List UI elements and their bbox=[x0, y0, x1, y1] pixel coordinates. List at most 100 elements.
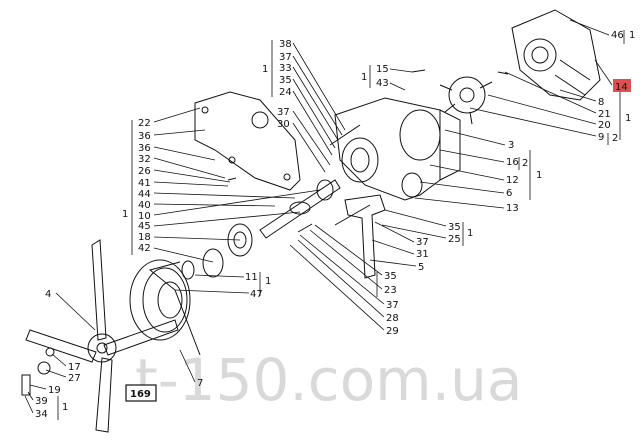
callout-44: 44 bbox=[138, 189, 151, 200]
callout-20: 20 bbox=[598, 120, 611, 131]
callout-4: 4 bbox=[45, 289, 51, 300]
callout-25: 25 bbox=[448, 234, 461, 245]
fan-blade-right bbox=[103, 319, 179, 356]
callout-group-fan: 4 17 27 19 39 34 1 bbox=[24, 289, 96, 420]
callout-40: 40 bbox=[138, 200, 151, 211]
callout-43: 43 bbox=[376, 78, 389, 89]
callout-group-46: 46 1 14 bbox=[569, 19, 635, 93]
figure-number: 169 bbox=[130, 389, 151, 400]
callout-47: 47 bbox=[250, 289, 263, 300]
callout-37: 37 bbox=[416, 237, 429, 248]
pulley-assembly bbox=[129, 259, 195, 341]
bearing-front bbox=[202, 248, 224, 278]
shaft-seal bbox=[316, 179, 334, 201]
callout-14-highlight bbox=[613, 79, 631, 92]
watermark-text: t-150.com.ua bbox=[135, 346, 522, 414]
callout-17: 17 bbox=[68, 362, 81, 373]
callout-bracket-1: 1 bbox=[536, 170, 542, 181]
callout-bracket-1: 1 bbox=[122, 209, 128, 220]
callout-35: 35 bbox=[384, 271, 397, 282]
callout-group-15-43: 15 43 1 bbox=[361, 64, 413, 91]
callout-46: 46 bbox=[611, 30, 624, 41]
bearing-rear bbox=[227, 223, 253, 257]
callout-19: 19 bbox=[48, 385, 61, 396]
callout-15: 15 bbox=[376, 64, 389, 75]
callout-10: 10 bbox=[138, 211, 151, 222]
callout-5: 5 bbox=[418, 262, 424, 273]
callout-35: 35 bbox=[448, 222, 461, 233]
callout-45: 45 bbox=[138, 221, 151, 232]
callout-bracket-1: 1 bbox=[262, 64, 268, 75]
callout-37: 37 bbox=[277, 107, 290, 118]
callout-11: 11 bbox=[245, 272, 258, 283]
callout-28: 28 bbox=[386, 313, 399, 324]
pulley-spacer bbox=[181, 260, 195, 280]
fan-bolt bbox=[45, 347, 55, 357]
callout-29: 29 bbox=[386, 326, 399, 337]
pump-housing bbox=[334, 97, 461, 201]
pulley-hub bbox=[157, 281, 183, 319]
callout-32: 32 bbox=[138, 154, 151, 165]
callout-14: 14 bbox=[615, 82, 628, 93]
callout-30: 30 bbox=[277, 119, 290, 130]
pulley-groove bbox=[142, 267, 188, 333]
callout-group-top-left: 38 37 33 35 24 1 37 30 bbox=[262, 39, 346, 173]
bolts bbox=[227, 69, 509, 233]
callout-36: 36 bbox=[138, 131, 151, 142]
callout-13: 13 bbox=[506, 203, 519, 214]
callout-bracket-1: 1 bbox=[629, 30, 635, 41]
callout-bracket-1: 1 bbox=[62, 402, 68, 413]
callout-22: 22 bbox=[138, 118, 151, 129]
callout-bracket-1: 1 bbox=[467, 228, 473, 239]
callout-36: 36 bbox=[138, 143, 151, 154]
callout-31: 31 bbox=[416, 249, 429, 260]
shaft-assembly bbox=[202, 179, 341, 278]
pulley-outer bbox=[129, 259, 191, 341]
callout-38: 38 bbox=[279, 39, 292, 50]
fan-hub bbox=[87, 333, 117, 363]
gasket-plate bbox=[194, 91, 301, 191]
impeller bbox=[439, 76, 493, 125]
callout-18: 18 bbox=[138, 232, 151, 243]
callout-bracket-1: 1 bbox=[265, 276, 271, 287]
fan-assembly bbox=[21, 239, 179, 433]
callout-27: 27 bbox=[68, 373, 81, 384]
callout-21: 21 bbox=[598, 109, 611, 120]
callout-42: 42 bbox=[138, 243, 151, 254]
fan-blade-left bbox=[25, 329, 97, 363]
callout-group-11-47: 11 1 47 bbox=[174, 272, 271, 300]
callout-24: 24 bbox=[279, 87, 292, 98]
callout-12: 12 bbox=[506, 175, 519, 186]
fan-hub-center bbox=[96, 342, 108, 354]
callout-group-mid-right: 3 16 2 12 6 13 1 bbox=[414, 129, 542, 214]
callout-group-lower-mid: 35 25 1 37 31 5 bbox=[369, 209, 473, 273]
callout-6: 6 bbox=[506, 188, 512, 199]
callout-group-bottom-center: 35 23 37 28 29 bbox=[289, 224, 399, 337]
fan-blade-bottom bbox=[95, 357, 113, 433]
fan-blade-top bbox=[91, 239, 107, 341]
callout-group-right: 8 21 20 9 2 1 bbox=[469, 71, 631, 145]
callout-bracket-1: 1 bbox=[625, 113, 631, 124]
callout-37: 37 bbox=[386, 300, 399, 311]
shaft-collar bbox=[289, 201, 311, 215]
drive-belt bbox=[148, 261, 201, 356]
callout-33: 33 bbox=[279, 63, 292, 74]
callout-37: 37 bbox=[279, 52, 292, 63]
fan-washer bbox=[37, 361, 51, 375]
leader-7 bbox=[179, 349, 196, 383]
callout-7: 7 bbox=[197, 378, 203, 389]
callout-39: 39 bbox=[35, 396, 48, 407]
callout-bracket-2: 2 bbox=[522, 158, 528, 169]
callout-41: 41 bbox=[138, 178, 151, 189]
callout-9: 9 bbox=[598, 132, 604, 143]
pump-cover bbox=[511, 9, 601, 101]
callout-bracket-1: 1 bbox=[361, 72, 367, 83]
pump-shaft bbox=[259, 179, 341, 239]
callout-23: 23 bbox=[384, 285, 397, 296]
callout-8: 8 bbox=[598, 97, 604, 108]
callout-26: 26 bbox=[138, 166, 151, 177]
figure-number-box bbox=[125, 384, 157, 402]
callout-16: 16 bbox=[506, 157, 519, 168]
